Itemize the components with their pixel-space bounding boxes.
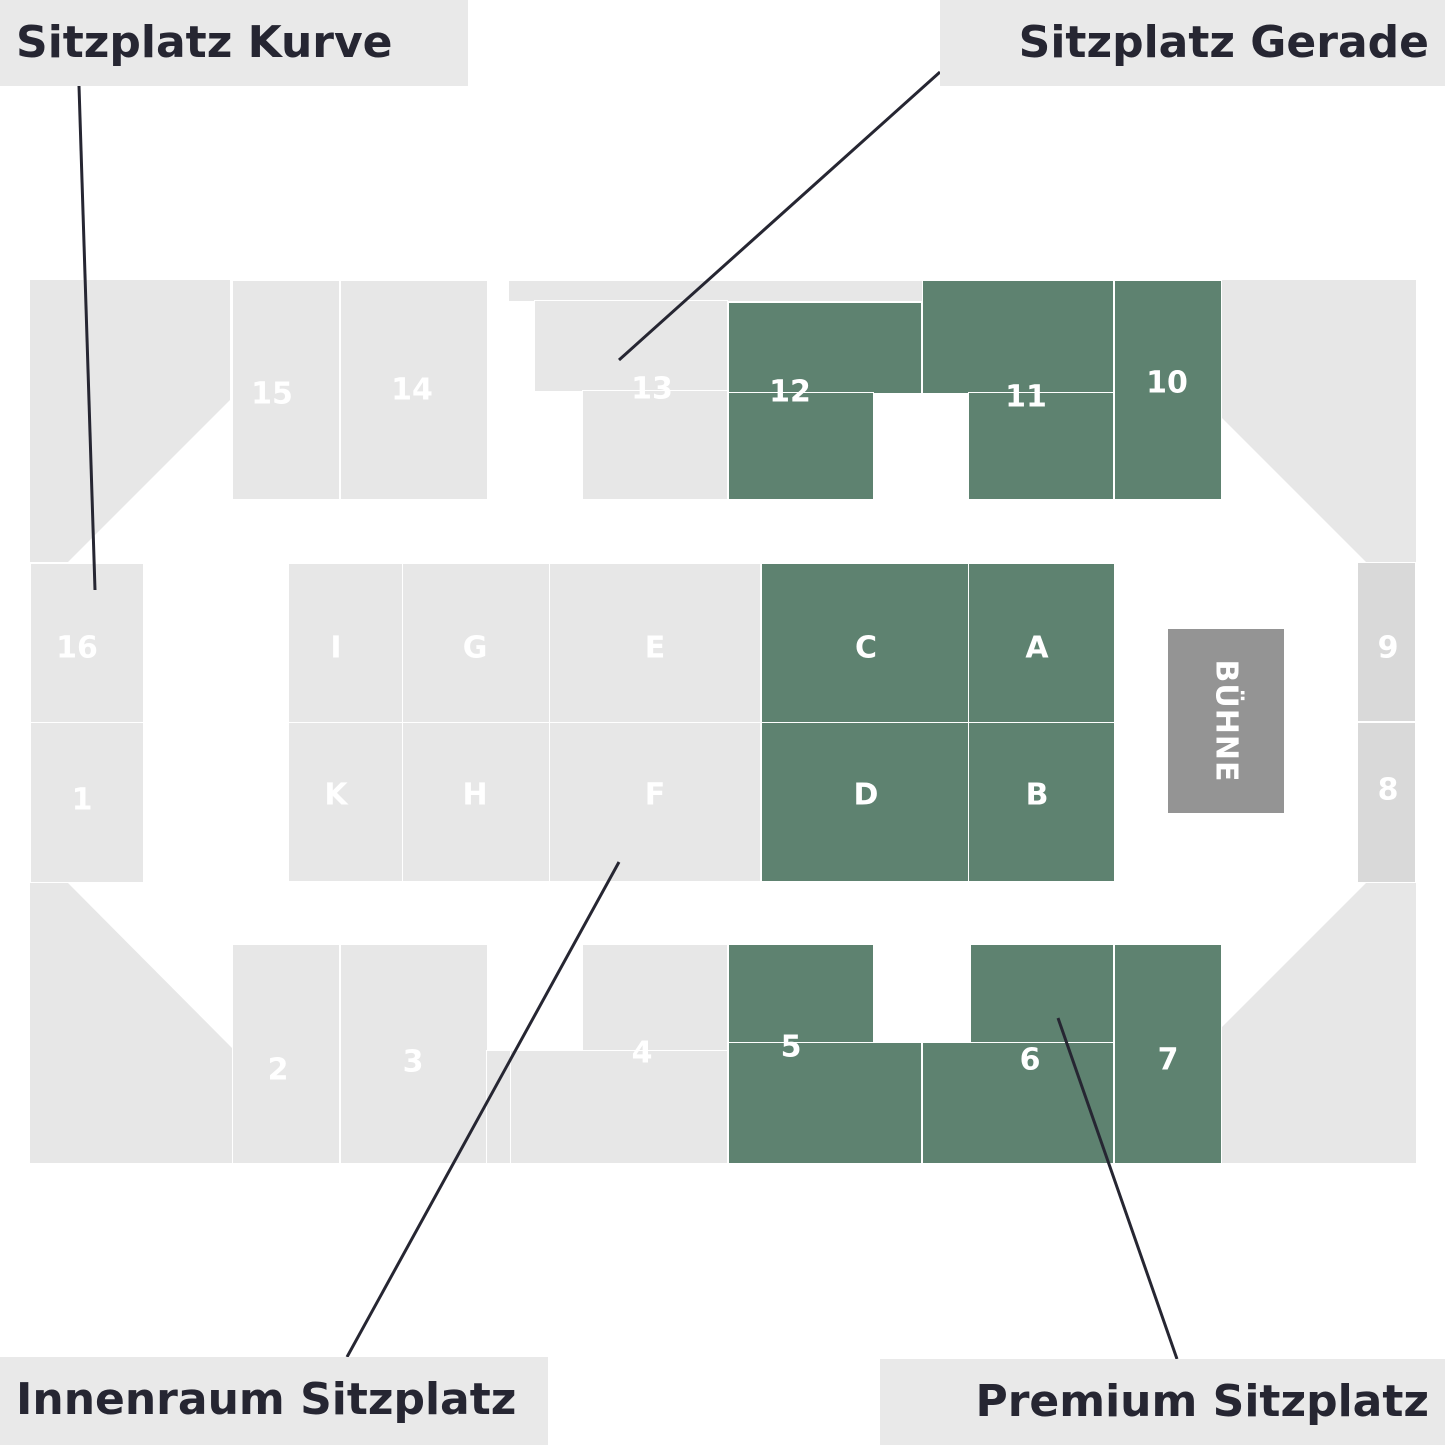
block-12-lower[interactable]: [728, 392, 874, 500]
block-D[interactable]: [761, 722, 969, 882]
label-A: A: [1025, 630, 1049, 666]
label-7: 7: [1157, 1042, 1179, 1078]
label-13: 13: [631, 371, 673, 407]
label-B: B: [1025, 777, 1049, 813]
block-F[interactable]: [549, 722, 761, 882]
label-I: I: [330, 630, 342, 666]
label-G: G: [462, 630, 488, 666]
label-6: 6: [1019, 1042, 1041, 1078]
label-1: 1: [71, 782, 93, 818]
block-15[interactable]: [232, 280, 340, 500]
callout-innenraum-sitzplatz: Innenraum Sitzplatz: [0, 1357, 548, 1445]
label-9: 9: [1377, 630, 1399, 666]
label-11: 11: [1005, 379, 1047, 415]
label-16: 16: [56, 630, 98, 666]
block-6-lower[interactable]: [922, 1042, 1114, 1164]
corner-block-top-right[interactable]: [1222, 280, 1416, 562]
leader-line-kurve: [77, 85, 97, 591]
block-G[interactable]: [402, 563, 550, 723]
block-5[interactable]: [728, 944, 874, 1044]
label-8: 8: [1377, 772, 1399, 808]
block-K[interactable]: [288, 722, 403, 882]
block-6[interactable]: [970, 944, 1114, 1044]
label-15: 15: [251, 376, 293, 412]
callout-premium-sitzplatz: Premium Sitzplatz: [880, 1359, 1445, 1445]
leader-line-innenraum: [345, 861, 621, 1358]
label-4: 4: [631, 1035, 653, 1071]
corner-block-top-left[interactable]: [30, 280, 230, 562]
block-7[interactable]: [1114, 944, 1222, 1164]
block-16[interactable]: [30, 563, 144, 723]
label-12: 12: [769, 374, 811, 410]
block-B[interactable]: [968, 722, 1115, 882]
stage: BÜHNE: [1168, 629, 1284, 813]
block-11[interactable]: [922, 280, 1114, 394]
block-8[interactable]: [1357, 722, 1416, 883]
label-5: 5: [780, 1029, 802, 1065]
block-H[interactable]: [402, 722, 550, 882]
callout-sitzplatz-gerade: Sitzplatz Gerade: [940, 0, 1445, 86]
block-12[interactable]: [728, 302, 922, 394]
block-C[interactable]: [761, 563, 969, 723]
label-2: 2: [267, 1052, 289, 1088]
label-C: C: [854, 630, 878, 666]
block-3[interactable]: [340, 944, 488, 1164]
leader-line-gerade: [617, 70, 942, 362]
block-11-lower[interactable]: [968, 392, 1114, 500]
block-9[interactable]: [1357, 562, 1416, 722]
block-I[interactable]: [288, 563, 403, 723]
label-14: 14: [391, 372, 433, 408]
block-4-lower[interactable]: [510, 1050, 728, 1164]
block-A[interactable]: [968, 563, 1115, 723]
leader-line-premium: [1056, 1017, 1179, 1360]
block-14[interactable]: [340, 280, 488, 500]
block-top-strip: [508, 280, 946, 302]
label-F: F: [644, 777, 666, 813]
block-1[interactable]: [30, 722, 144, 883]
label-E: E: [644, 630, 666, 666]
block-13[interactable]: [534, 300, 728, 392]
label-10: 10: [1146, 365, 1188, 401]
callout-sitzplatz-kurve: Sitzplatz Kurve: [0, 0, 468, 86]
block-E[interactable]: [549, 563, 761, 723]
label-3: 3: [402, 1044, 424, 1080]
block-5-lower[interactable]: [728, 1042, 922, 1164]
block-13-lower[interactable]: [582, 390, 728, 500]
block-2[interactable]: [232, 944, 340, 1164]
label-D: D: [853, 777, 879, 813]
label-K: K: [324, 777, 348, 813]
corner-block-bottom-left[interactable]: [30, 883, 232, 1163]
block-10[interactable]: [1114, 280, 1222, 500]
corner-block-bottom-right[interactable]: [1222, 883, 1416, 1163]
block-4[interactable]: [582, 944, 728, 1052]
label-H: H: [462, 777, 488, 813]
